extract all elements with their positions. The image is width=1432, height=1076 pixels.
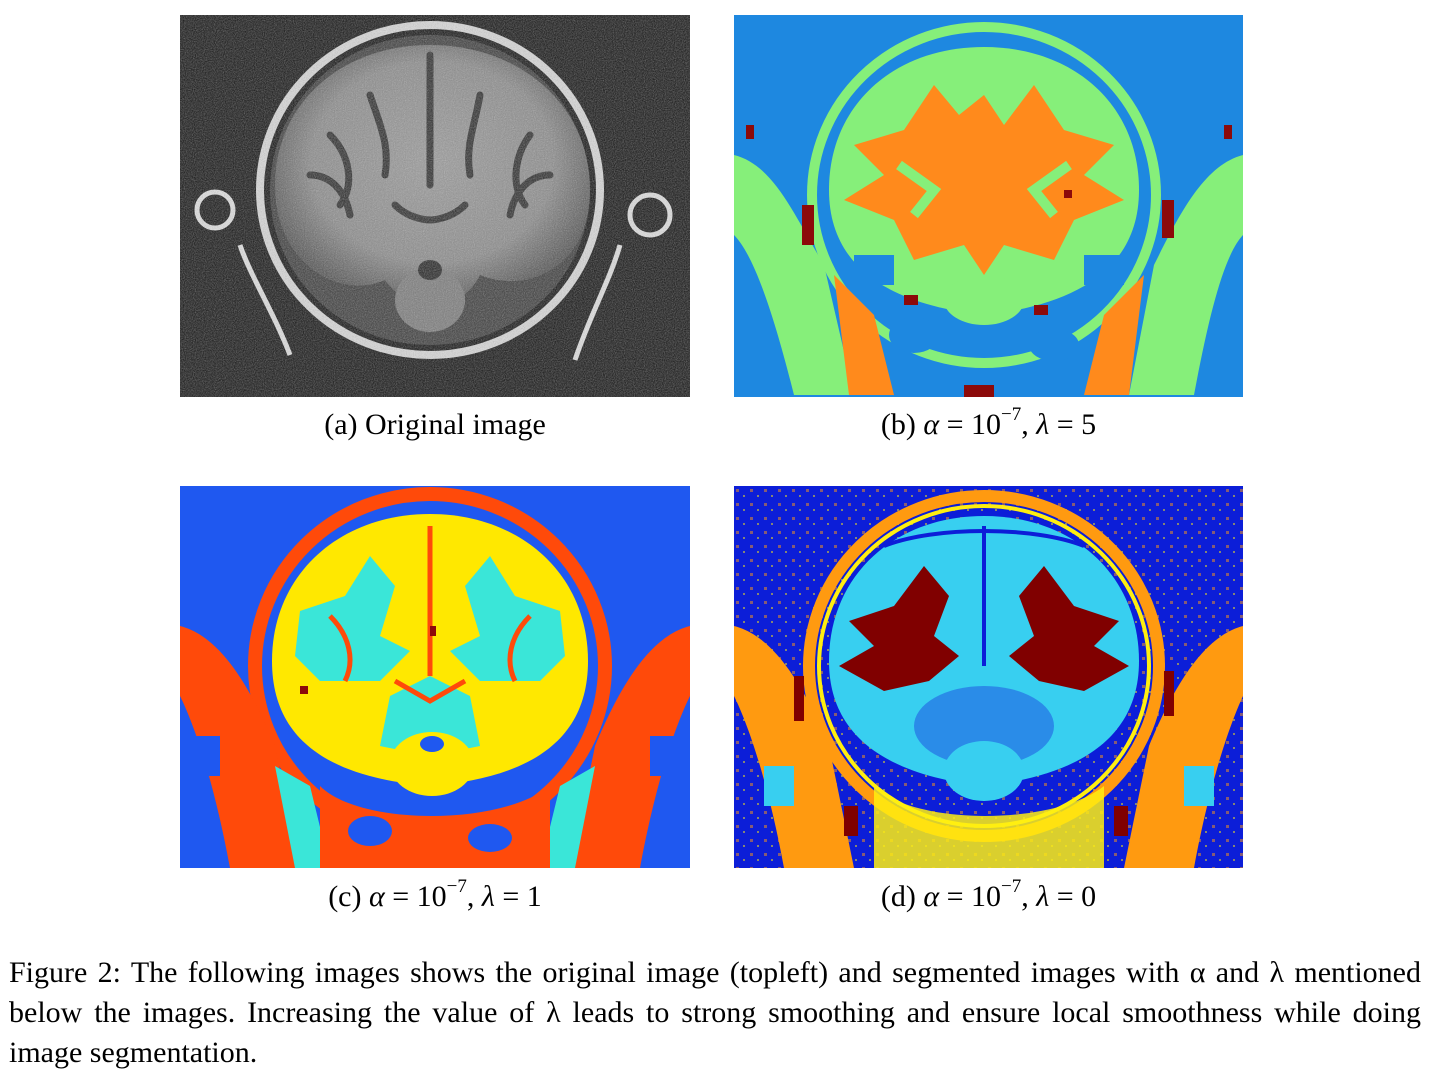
caption-a: (a) Original image [180, 408, 690, 442]
caption-c-prefix: (c) [328, 880, 362, 913]
caption-d: (d) α = 10−7, λ = 0 [880, 876, 1097, 913]
caption-b-lambda: λ [1036, 408, 1050, 441]
caption-c-alpha: α [368, 880, 385, 913]
caption-c: (c) α = 10−7, λ = 1 [328, 876, 542, 913]
caption-b-lambda-value: = 5 [1049, 408, 1097, 441]
caption-b: (b) α = 10−7, λ = 5 [880, 404, 1097, 441]
caption-d-prefix: (d) [880, 880, 916, 913]
caption-a-prefix: (a) [324, 408, 358, 441]
figure-caption: Figure 2: The following images shows the… [9, 956, 1421, 1069]
caption-d-lambda-value: = 0 [1049, 880, 1097, 913]
segmentation-image-c [180, 486, 690, 868]
caption-b-alpha: α [923, 408, 940, 441]
caption-b-exp: −7 [1001, 404, 1022, 425]
caption-c-exp: −7 [446, 876, 467, 897]
caption-c-eq: = 10 [384, 880, 447, 913]
segmentation-image-b [734, 15, 1243, 397]
caption-d-eq: = 10 [939, 880, 1001, 913]
original-image [180, 15, 690, 397]
caption-b-prefix: (b) [880, 408, 916, 441]
segmentation-image-d [734, 486, 1243, 868]
caption-a-label: Original image [365, 408, 546, 441]
caption-d-exp: −7 [1001, 876, 1022, 897]
caption-b-eq: = 10 [939, 408, 1001, 441]
caption-d-alpha: α [923, 880, 940, 913]
caption-d-lambda: λ [1036, 880, 1050, 913]
caption-c-lambda-value: = 1 [494, 880, 542, 913]
caption-c-lambda: λ [481, 880, 495, 913]
